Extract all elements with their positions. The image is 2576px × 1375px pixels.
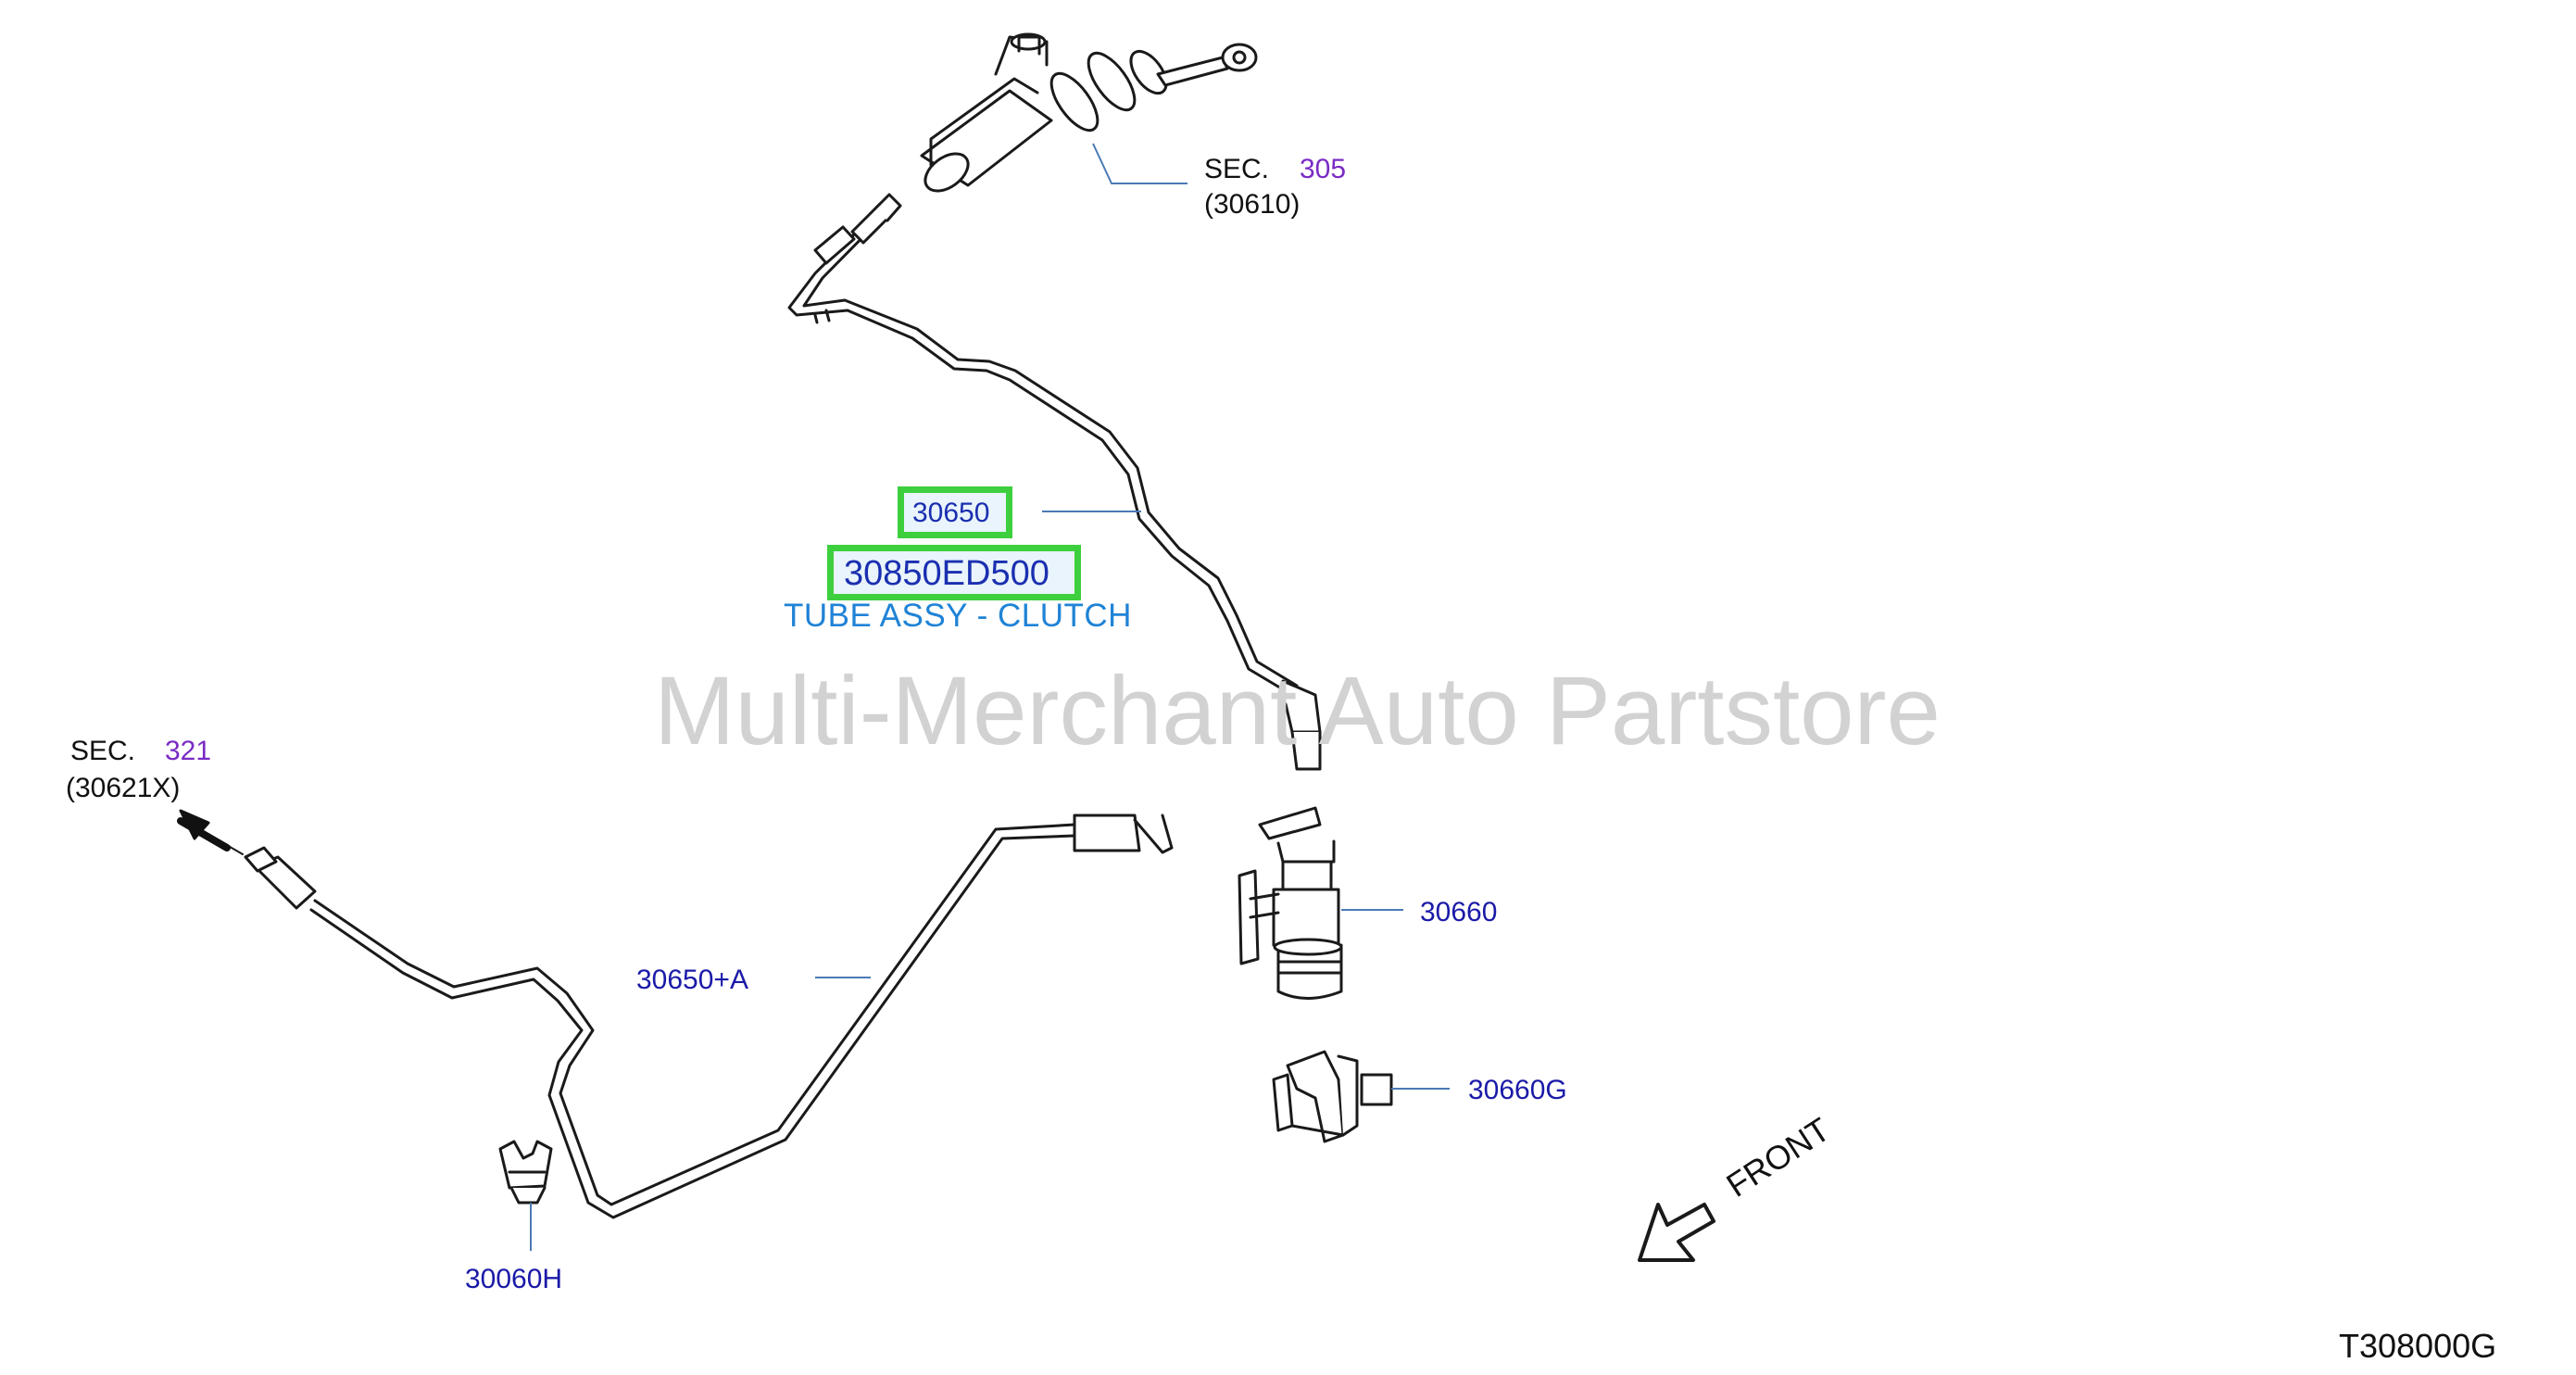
sec-321-link[interactable]: 321 <box>165 736 212 766</box>
sec-321-part: (30621X) <box>66 773 181 803</box>
clip-30660g <box>1272 1050 1393 1143</box>
highlight-30650 <box>898 486 1012 538</box>
part-30650-a-link[interactable]: 30650+A <box>636 965 748 995</box>
clutch-master-cylinder <box>920 32 1258 193</box>
watermark: Multi-Merchant Auto Partstore <box>654 657 1941 765</box>
diagram-reference: T308000G <box>2339 1327 2497 1365</box>
part-30660-link[interactable]: 30660 <box>1420 897 1498 927</box>
clip-30060h <box>498 1140 553 1205</box>
leader-lines <box>530 143 1450 1251</box>
sec-305-link[interactable]: 305 <box>1300 154 1347 184</box>
part-30850ed500-link[interactable]: 30850ED500 <box>844 554 1049 593</box>
sec-305-part: (30610) <box>1204 189 1301 220</box>
sec-321-prefix: SEC. <box>70 736 136 766</box>
highlight-30850ed500 <box>827 545 1081 600</box>
part-30650-link[interactable]: 30650 <box>912 498 990 528</box>
sec-305-prefix: SEC. <box>1204 154 1270 184</box>
part-30060h-link[interactable]: 30060H <box>465 1264 563 1294</box>
clutch-damper-30660 <box>1238 806 1343 1000</box>
tube-30650-a <box>244 814 1174 1219</box>
part-description: TUBE ASSY - CLUTCH <box>784 598 1132 634</box>
direction-arrow-sec321 <box>177 809 244 855</box>
part-30660g-link[interactable]: 30660G <box>1468 1075 1567 1105</box>
tube-30650 <box>787 193 1322 771</box>
front-direction-arrow <box>1638 1203 1715 1262</box>
